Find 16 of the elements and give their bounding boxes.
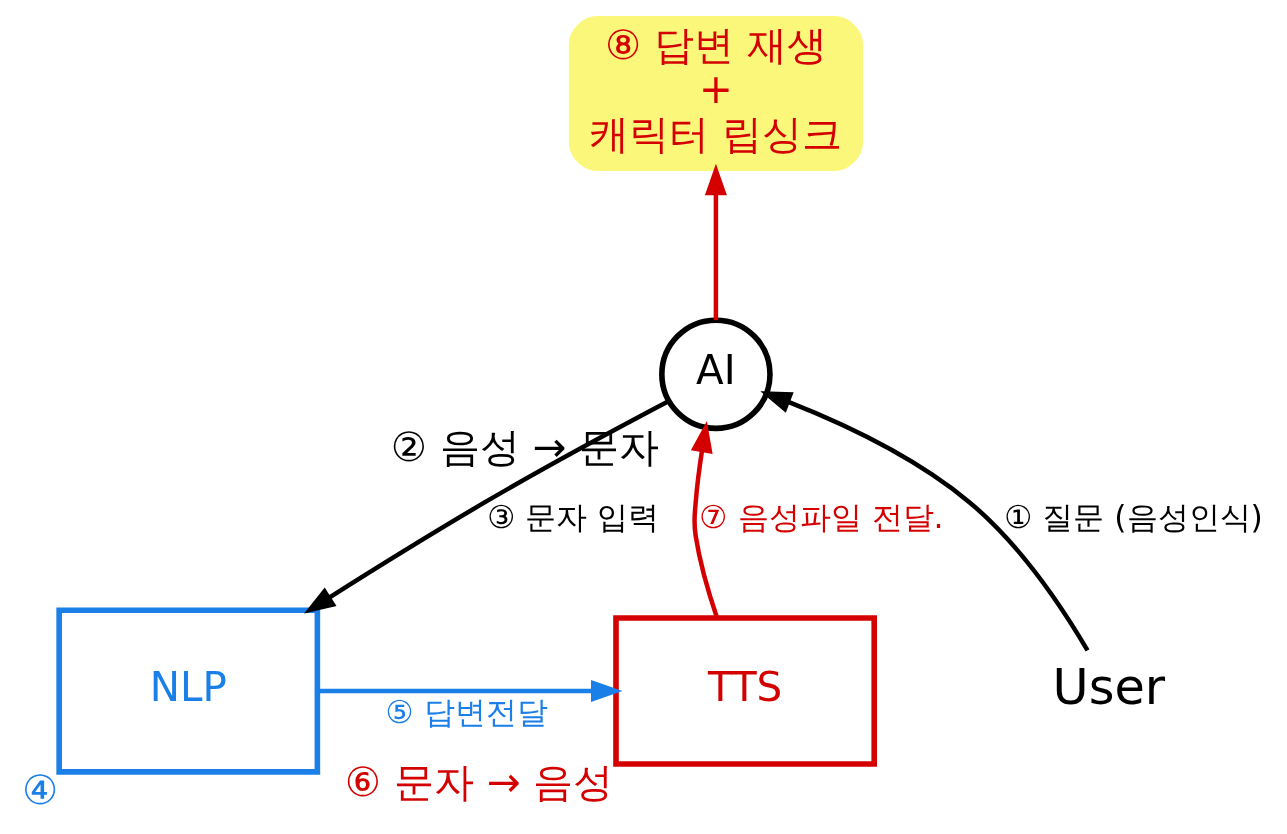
node-label: ④ — [21, 766, 59, 815]
edge-label: ① 질문 (음성인식) — [1004, 498, 1263, 535]
edge-label: ⑤ 답변전달 — [385, 693, 548, 730]
edge-label: ③ 문자 입력 — [487, 498, 660, 535]
arrow — [690, 421, 720, 619]
node-text: User — [1052, 657, 1166, 716]
node-label: ⑥ 문자 → 음성 — [344, 758, 614, 807]
node-box: NLP — [56, 607, 321, 775]
node-box: ⑧ 답변 재생 + 캐릭터 립싱크 — [568, 16, 863, 172]
arrow — [317, 680, 623, 703]
arrow — [704, 163, 727, 321]
edge-label: ⑦ 음성파일 전달. — [699, 498, 944, 535]
arrow — [760, 391, 1090, 652]
node-circle: AI — [659, 317, 773, 432]
arrow — [304, 399, 670, 614]
node-box: TTS — [613, 615, 877, 767]
